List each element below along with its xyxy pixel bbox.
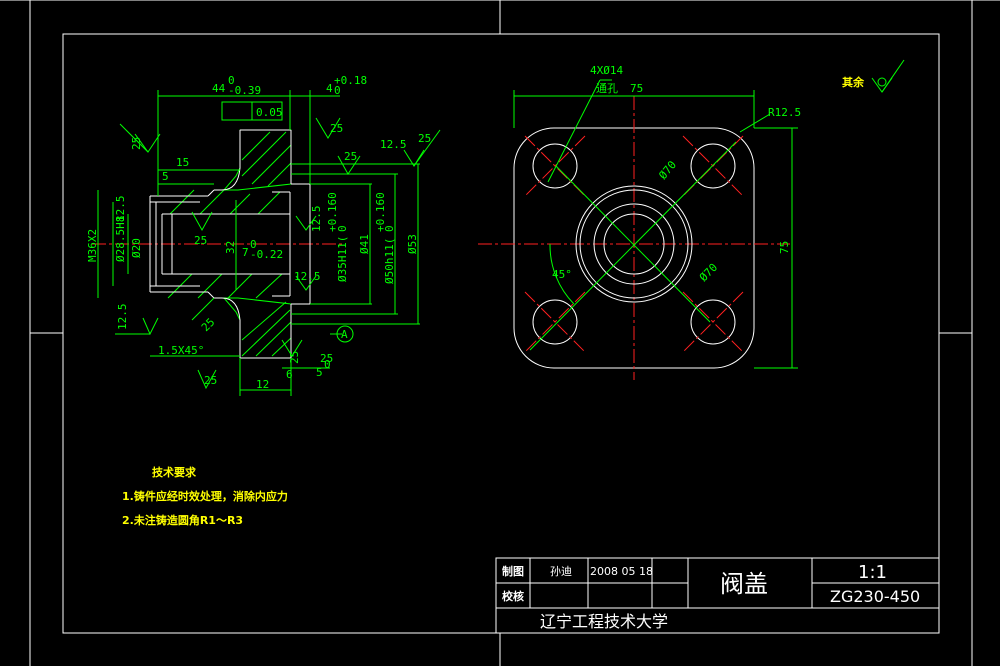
section-labels: 44 0 -0.39 4 +0.18 0 0.05 15 5 M36X2 Ø28… bbox=[86, 74, 431, 391]
draw-date: 2008 05 18 bbox=[590, 565, 653, 578]
svg-text:12.5: 12.5 bbox=[116, 304, 129, 331]
plan-view: 4XØ14 通孔 75 75 R12.5 Ø70 Ø70 45° 其余 bbox=[478, 59, 905, 380]
dim-d53: Ø53 bbox=[406, 234, 419, 254]
section-outline bbox=[149, 129, 311, 359]
radius-dim: R12.5 bbox=[768, 106, 801, 119]
check-label: 校核 bbox=[502, 589, 524, 603]
svg-text:Ø70: Ø70 bbox=[697, 261, 720, 284]
svg-text:0: 0 bbox=[228, 74, 235, 87]
svg-text:-0.22: -0.22 bbox=[250, 248, 283, 261]
svg-text:25: 25 bbox=[288, 351, 301, 364]
angle-dim: 45° bbox=[552, 268, 572, 281]
roughness-note: 其余 bbox=[842, 75, 865, 89]
svg-text:25: 25 bbox=[320, 352, 333, 365]
dim-m36: M36X2 bbox=[86, 229, 99, 262]
svg-text:-0.39: -0.39 bbox=[228, 84, 261, 97]
svg-text:25: 25 bbox=[418, 132, 431, 145]
svg-text:0: 0 bbox=[383, 225, 396, 232]
dim-d50: Ø50h11( bbox=[383, 238, 396, 284]
section-view: 44 0 -0.39 4 +0.18 0 0.05 15 5 M36X2 Ø28… bbox=[86, 74, 441, 396]
svg-text:25: 25 bbox=[204, 374, 217, 387]
material-value: ZG230-450 bbox=[830, 587, 920, 606]
scale-value: 1:1 bbox=[858, 562, 887, 583]
draw-label: 制图 bbox=[502, 564, 524, 578]
drawing-title: 阀盖 bbox=[720, 570, 768, 598]
svg-text:12.5: 12.5 bbox=[310, 206, 323, 233]
dim-5-bot: 5 bbox=[316, 366, 323, 379]
svg-text:12.5: 12.5 bbox=[380, 138, 407, 151]
tech-requirements: 技术要求 1.铸件应经时效处理，消除内应力 2.未注铸造圆角R1～R3 bbox=[122, 465, 288, 527]
dim-5-top: 5 bbox=[162, 170, 169, 183]
svg-text:25: 25 bbox=[130, 137, 143, 150]
through-hole-label: 通孔 bbox=[596, 82, 618, 95]
dim-32: 32 bbox=[224, 241, 237, 254]
pcd-dim: Ø70 bbox=[656, 158, 679, 182]
institution-name: 辽宁工程技术大学 bbox=[540, 612, 668, 631]
tech-item-1: 1.铸件应经时效处理，消除内应力 bbox=[122, 489, 288, 503]
tech-heading: 技术要求 bbox=[152, 465, 197, 479]
drawer-name: 孙迪 bbox=[550, 565, 572, 578]
svg-text:25: 25 bbox=[199, 316, 218, 335]
datum-a: A bbox=[341, 328, 348, 341]
dim-d35: Ø35H11( bbox=[336, 236, 349, 282]
dim-d28: Ø28.5H8 bbox=[114, 216, 127, 262]
holes-dim: 4XØ14 bbox=[590, 64, 623, 77]
svg-text:12.5: 12.5 bbox=[114, 196, 127, 223]
dim-6: 6 bbox=[286, 368, 293, 381]
svg-text:25: 25 bbox=[330, 122, 343, 135]
dim-d41: Ø41 bbox=[358, 234, 371, 254]
dim-7: 7 bbox=[242, 246, 249, 259]
tech-item-2: 2.未注铸造圆角R1～R3 bbox=[122, 513, 243, 527]
chamfer-dim: 1.5X45° bbox=[158, 344, 204, 357]
height-dim: 75 bbox=[778, 241, 791, 254]
dim-15: 15 bbox=[176, 156, 189, 169]
svg-text:25: 25 bbox=[194, 234, 207, 247]
dim-12: 12 bbox=[256, 378, 269, 391]
dim-44: 44 bbox=[212, 82, 226, 95]
svg-text:0: 0 bbox=[250, 238, 257, 251]
svg-text:0: 0 bbox=[324, 358, 331, 371]
title-block: 制图 校核 孙迪 2008 05 18 阀盖 1:1 ZG230-450 辽宁工… bbox=[495, 557, 940, 634]
flatness-value: 0.05 bbox=[256, 106, 283, 119]
section-dimensions bbox=[97, 90, 441, 396]
dim-d20: Ø20 bbox=[130, 238, 143, 258]
svg-text:+0.160: +0.160 bbox=[326, 192, 339, 232]
svg-text:25: 25 bbox=[344, 150, 357, 163]
svg-text:+0.18: +0.18 bbox=[334, 74, 367, 87]
svg-text:0: 0 bbox=[336, 225, 349, 232]
svg-text:+0.160: +0.160 bbox=[374, 192, 387, 232]
svg-text:0: 0 bbox=[334, 84, 341, 97]
svg-text:12.5: 12.5 bbox=[294, 270, 321, 283]
width-dim: 75 bbox=[630, 82, 643, 95]
dim-4: 4 bbox=[326, 82, 333, 95]
